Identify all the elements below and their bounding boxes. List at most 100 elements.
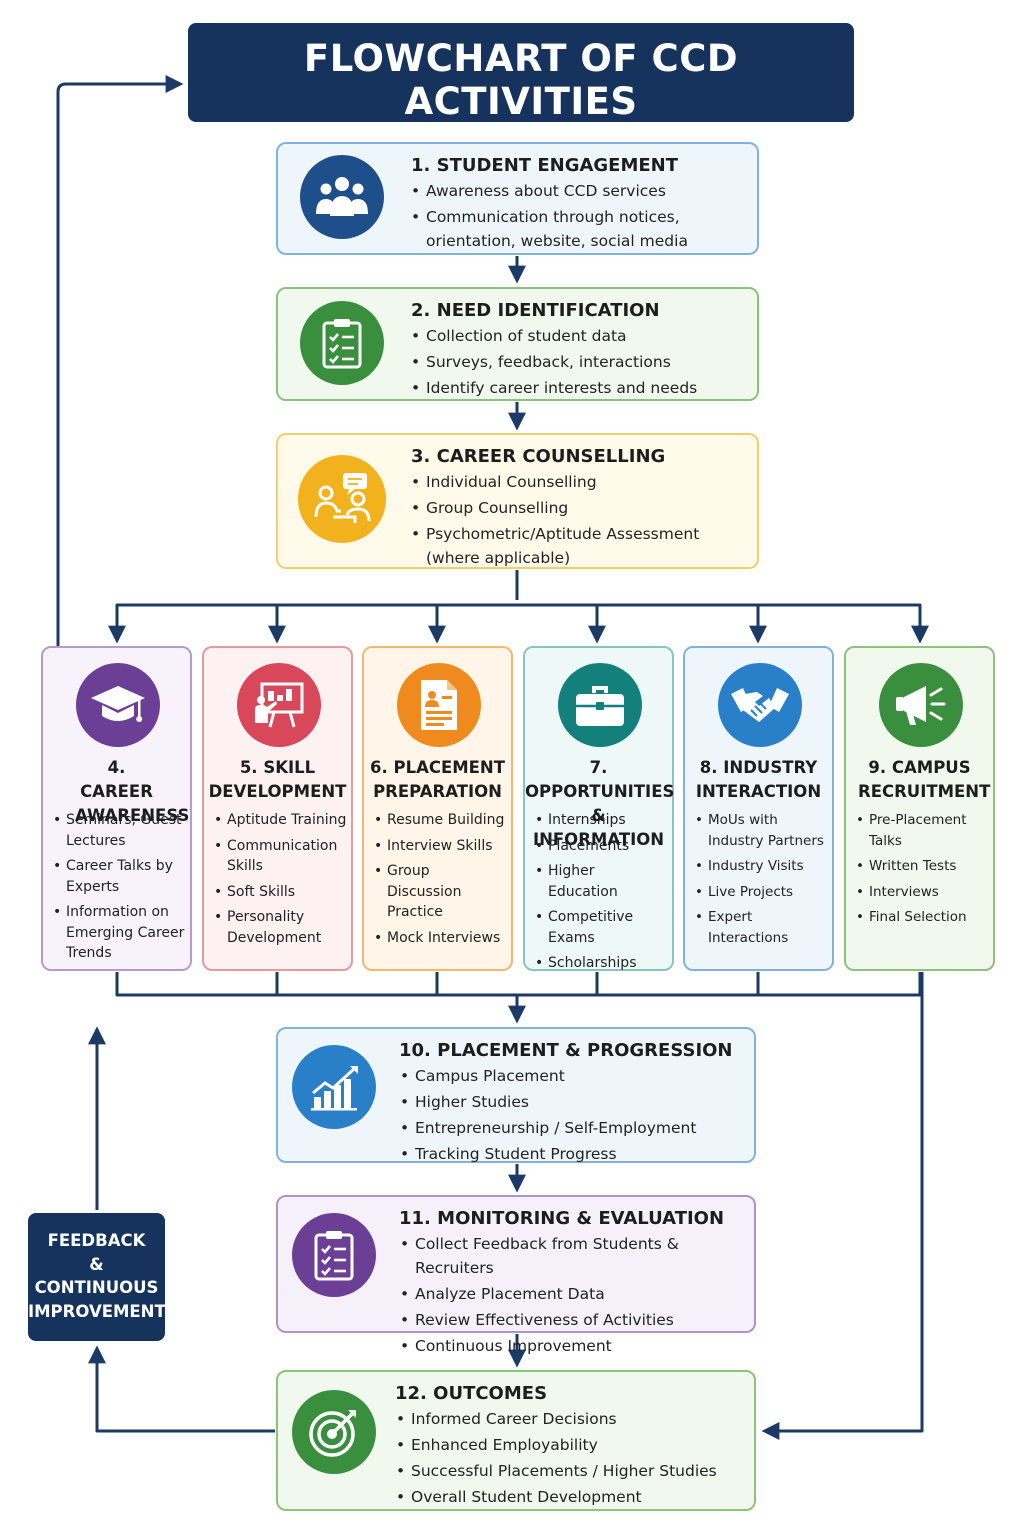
list-item: Pre-Placement Talks <box>854 810 989 851</box>
stage-outcomes: 12. OUTCOMES Informed Career Decisions E… <box>276 1370 756 1511</box>
stage-monitoring-evaluation: 11. MONITORING & EVALUATION Collect Feed… <box>276 1195 756 1358</box>
stage-need-identification: 2. NEED IDENTIFICATION Collection of stu… <box>276 287 759 401</box>
stage-items: Awareness about CCD services Communicati… <box>409 179 739 255</box>
col-industry-interaction: 8. INDUSTRY INTERACTION MoUs with Indust… <box>683 646 834 971</box>
col-heading: 5. SKILL DEVELOPMENT <box>208 758 347 801</box>
stage-heading: 3. CAREER COUNSELLING <box>411 446 666 467</box>
stage-heading: 12. OUTCOMES <box>395 1383 548 1404</box>
bottom-bus <box>115 972 922 997</box>
arrow-loop-to-title <box>56 75 184 646</box>
list-item: Final Selection <box>854 907 989 928</box>
graduation-cap-icon <box>76 663 160 747</box>
col-career-awareness: 4. CAREER AWARENESS Seminars, Guest Lect… <box>41 646 192 971</box>
stage-heading: 10. PLACEMENT & PROGRESSION <box>399 1040 733 1061</box>
megaphone-icon <box>879 663 963 747</box>
clipboard-checklist-icon <box>292 1213 376 1297</box>
list-item: Placements <box>533 836 668 857</box>
stage-heading: 1. STUDENT ENGAGEMENT <box>411 155 679 176</box>
presentation-board-icon <box>237 663 321 747</box>
stage-heading: 2. NEED IDENTIFICATION <box>411 300 660 321</box>
list-item: Communication through notices, orientati… <box>409 205 739 253</box>
list-item: Identify career interests and needs <box>409 376 749 400</box>
list-item: Successful Placements / Higher Studies <box>394 1459 734 1483</box>
list-item: Campus Placement <box>398 1064 738 1088</box>
list-item: Resume Building <box>372 810 507 831</box>
list-item: Live Projects <box>693 882 828 903</box>
title-banner: FLOWCHART OF CCD ACTIVITIES CAREER COUNS… <box>188 23 854 154</box>
list-item: Personality Development <box>212 907 347 948</box>
list-item: Expert Interactions <box>693 907 828 948</box>
col-heading: 6. PLACEMENT PREPARATION <box>369 758 505 801</box>
list-item: Soft Skills <box>212 882 347 903</box>
col-heading: 8. INDUSTRY INTERACTION <box>695 758 822 801</box>
list-item: Industry Visits <box>693 856 828 877</box>
list-item: MoUs with Industry Partners <box>693 810 828 851</box>
col-items: MoUs with Industry Partners Industry Vis… <box>693 810 828 953</box>
list-item: Surveys, feedback, interactions <box>409 350 749 374</box>
list-item: Informed Career Decisions <box>394 1407 734 1431</box>
col-skill-development: 5. SKILL DEVELOPMENT Aptitude Training C… <box>202 646 353 971</box>
col-opportunities-information: 7. OPPORTUNITIES & INFORMATION Internshi… <box>523 646 674 973</box>
feedback-continuous-improvement-box: FEEDBACK & CONTINUOUS IMPROVEMENT <box>28 1213 166 1341</box>
list-item: Competitive Exams <box>533 907 668 948</box>
arrow-c9-to-12 <box>761 972 924 1440</box>
growth-chart-icon <box>292 1045 376 1129</box>
stage-items: Collection of student data Surveys, feed… <box>409 324 749 402</box>
list-item: Higher Studies <box>398 1090 738 1114</box>
col-placement-preparation: 6. PLACEMENT PREPARATION Resume Building… <box>362 646 513 971</box>
list-item: Analyze Placement Data <box>398 1282 748 1306</box>
list-item: Review Effectiveness of Activities <box>398 1308 748 1332</box>
col-items: Pre-Placement Talks Written Tests Interv… <box>854 810 989 933</box>
list-item: Seminars, Guest Lectures <box>51 810 186 851</box>
stage-items: Collect Feedback from Students & Recruit… <box>398 1232 748 1360</box>
col-items: Internships Placements Higher Education … <box>533 810 668 979</box>
col-items: Seminars, Guest Lectures Career Talks by… <box>51 810 186 969</box>
briefcase-icon <box>558 663 642 747</box>
stage-items: Informed Career Decisions Enhanced Emplo… <box>394 1407 734 1511</box>
feedback-line: FEEDBACK <box>47 1231 146 1250</box>
list-item: Awareness about CCD services <box>409 179 739 203</box>
stage-items: Campus Placement Higher Studies Entrepre… <box>398 1064 738 1168</box>
col-items: Aptitude Training Communication Skills S… <box>212 810 347 953</box>
resume-document-icon <box>397 663 481 747</box>
list-item: Individual Counselling <box>409 470 729 494</box>
handshake-icon <box>718 663 802 747</box>
list-item: Internships <box>533 810 668 831</box>
list-item: Group Discussion Practice <box>372 861 507 923</box>
feedback-line: & <box>89 1254 104 1274</box>
list-item: Entrepreneurship / Self-Employment <box>398 1116 738 1140</box>
list-item: Higher Education <box>533 861 668 902</box>
feedback-line: CONTINUOUS <box>34 1278 159 1297</box>
list-item: Psychometric/Aptitude Assessment (where … <box>409 522 729 570</box>
list-item: Aptitude Training <box>212 810 347 831</box>
list-item: Tracking Student Progress <box>398 1142 738 1166</box>
target-arrow-icon <box>292 1390 376 1474</box>
list-item: Enhanced Employability <box>394 1433 734 1457</box>
col-heading: 9. CAMPUS RECRUITMENT <box>858 758 991 801</box>
list-item: Overall Student Development <box>394 1485 734 1509</box>
stage-career-counselling: 3. CAREER COUNSELLING Individual Counsel… <box>276 433 759 569</box>
list-item: Group Counselling <box>409 496 729 520</box>
top-bus <box>115 603 922 640</box>
page-title: FLOWCHART OF CCD ACTIVITIES <box>303 37 739 123</box>
list-item: Mock Interviews <box>372 928 507 949</box>
list-item: Collection of student data <box>409 324 749 348</box>
arrow-12-to-feedback <box>88 1345 275 1433</box>
stage-placement-progression: 10. PLACEMENT & PROGRESSION Campus Place… <box>276 1027 756 1166</box>
counselling-chat-icon <box>298 455 386 543</box>
stage-items: Individual Counselling Group Counselling… <box>409 470 729 572</box>
list-item: Career Talks by Experts <box>51 856 186 897</box>
feedback-line: IMPROVEMENT <box>28 1301 166 1321</box>
list-item: Communication Skills <box>212 836 347 877</box>
list-item: Written Tests <box>854 856 989 877</box>
list-item: Scholarships <box>533 953 668 974</box>
list-item: Interviews <box>854 882 989 903</box>
list-item: Collect Feedback from Students & Recruit… <box>398 1232 748 1280</box>
list-item: Information on Emerging Career Trends <box>51 902 186 964</box>
stage-student-engagement: 1. STUDENT ENGAGEMENT Awareness about CC… <box>276 142 759 255</box>
stage-heading: 11. MONITORING & EVALUATION <box>399 1208 725 1229</box>
list-item: Continuous Improvement <box>398 1334 748 1358</box>
col-campus-recruitment: 9. CAMPUS RECRUITMENT Pre-Placement Talk… <box>844 646 995 971</box>
list-item: Interview Skills <box>372 836 507 857</box>
